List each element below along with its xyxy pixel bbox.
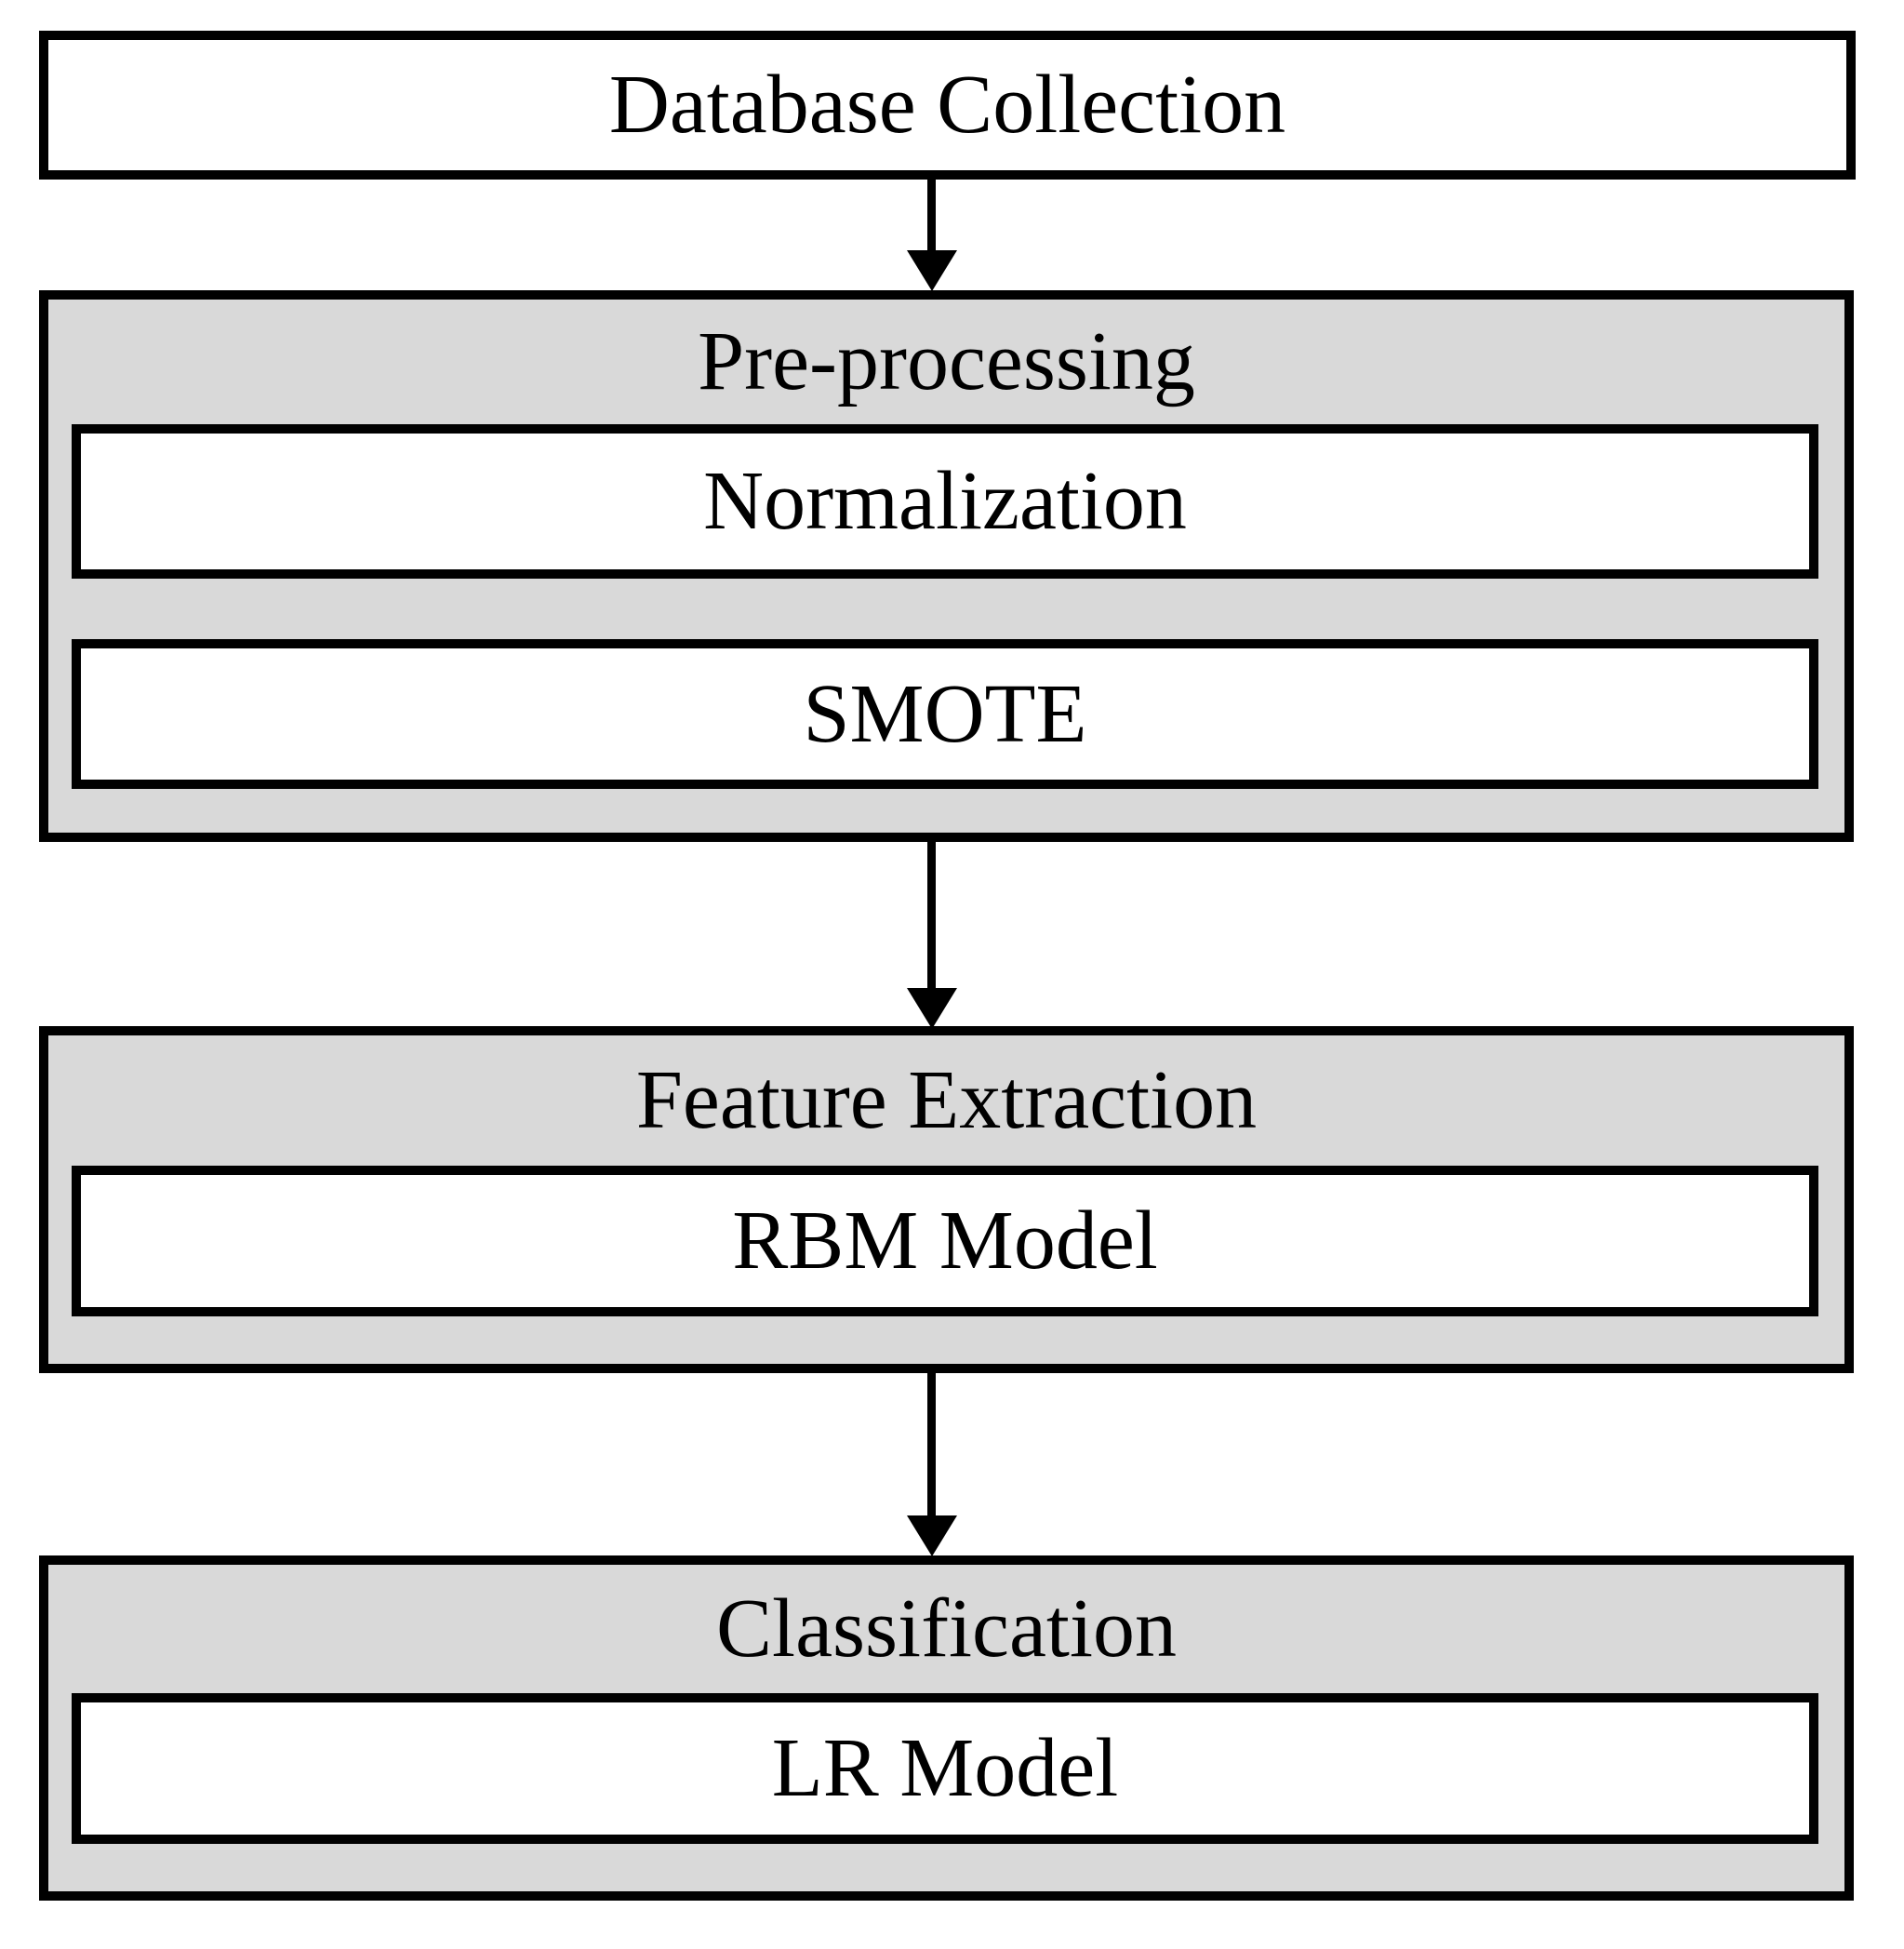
- arrow-stem: [927, 180, 936, 251]
- arrow-stem: [927, 842, 936, 989]
- smote-box: SMOTE: [72, 639, 1818, 789]
- arrow-head-icon: [907, 250, 957, 291]
- flow-arrow-3: [907, 1373, 957, 1556]
- stage-preprocessing-title: Pre-processing: [698, 315, 1195, 407]
- normalization-box: Normalization: [72, 424, 1818, 579]
- arrow-head-icon: [907, 1515, 957, 1556]
- smote-label: SMOTE: [803, 667, 1087, 760]
- flow-arrow-2: [907, 842, 957, 1029]
- database-collection-box: Database Collection: [39, 31, 1856, 180]
- lr-model-box: LR Model: [72, 1693, 1818, 1844]
- normalization-label: Normalization: [703, 455, 1187, 547]
- stage-feature-extraction-title: Feature Extraction: [635, 1054, 1258, 1146]
- lr-model-label: LR Model: [771, 1722, 1119, 1814]
- rbm-model-box: RBM Model: [72, 1166, 1818, 1316]
- stage-feature-extraction: Feature Extraction RBM Model: [39, 1026, 1854, 1373]
- arrow-head-icon: [907, 988, 957, 1029]
- stage-classification: Classification LR Model: [39, 1555, 1854, 1901]
- database-collection-label: Database Collection: [608, 59, 1286, 151]
- flow-arrow-1: [907, 180, 957, 291]
- stage-classification-title: Classification: [716, 1582, 1177, 1675]
- arrow-stem: [927, 1373, 936, 1516]
- stage-preprocessing: Pre-processing Normalization SMOTE: [39, 290, 1854, 842]
- rbm-model-label: RBM Model: [732, 1195, 1158, 1287]
